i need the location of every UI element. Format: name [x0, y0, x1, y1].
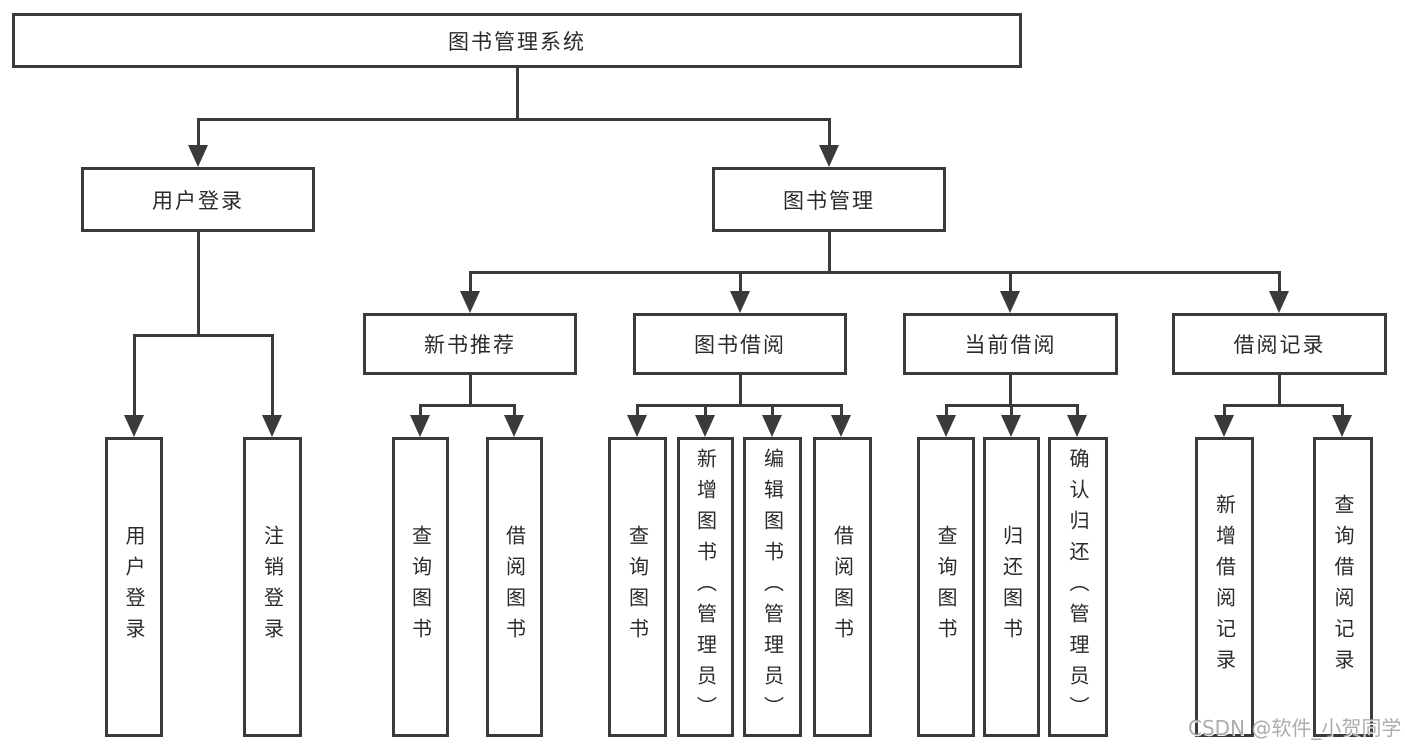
arrowhead-icon	[831, 415, 851, 437]
connector-line	[197, 118, 200, 146]
node-book-borrow-label: 图书借阅	[694, 333, 786, 357]
csdn-watermark: CSDN @软件_小贺同学	[1188, 716, 1402, 740]
node-login-leaf: 用户登录	[105, 437, 163, 737]
node-cb-confirm-leaf: 确认归还（管理员）	[1048, 437, 1108, 737]
connector-line	[828, 232, 831, 273]
arrowhead-icon	[262, 415, 282, 437]
connector-line	[1076, 404, 1079, 415]
arrowhead-icon	[1214, 415, 1234, 437]
node-new-book-rec-label: 新书推荐	[424, 333, 516, 357]
connector-line	[1223, 404, 1344, 407]
node-new-book-rec: 新书推荐	[363, 313, 577, 375]
node-current-borrow-label: 当前借阅	[964, 333, 1057, 357]
node-bb-add-leaf: 新增图书（管理员）	[677, 437, 734, 737]
arrowhead-icon	[819, 145, 839, 167]
connector-line	[513, 404, 516, 415]
node-cb-return-leaf-label: 归还图书	[999, 525, 1024, 649]
connector-line	[133, 334, 136, 415]
connector-line	[1009, 375, 1012, 407]
connector-line	[197, 232, 200, 336]
connector-line	[197, 118, 831, 121]
node-logout-leaf: 注销登录	[243, 437, 302, 737]
connector-line	[1223, 404, 1226, 415]
node-borrow-records-label: 借阅记录	[1233, 333, 1326, 357]
arrowhead-icon	[1269, 291, 1289, 313]
connector-line	[771, 404, 774, 415]
node-cb-return-leaf: 归还图书	[983, 437, 1040, 737]
node-book-mgmt: 图书管理	[712, 167, 946, 232]
connector-line	[516, 68, 519, 120]
arrowhead-icon	[730, 291, 750, 313]
connector-line	[704, 404, 707, 415]
arrowhead-icon	[504, 415, 524, 437]
node-nb-query-leaf-label: 查询图书	[408, 525, 433, 649]
node-user-login-label: 用户登录	[152, 188, 244, 213]
connector-line	[739, 271, 742, 291]
connector-line	[469, 271, 472, 291]
arrowhead-icon	[410, 415, 430, 437]
arrowhead-icon	[188, 145, 208, 167]
node-user-login: 用户登录	[81, 167, 315, 232]
connector-line	[1278, 375, 1281, 407]
connector-line	[419, 404, 422, 415]
connector-line	[133, 334, 274, 337]
node-bb-query-leaf: 查询图书	[608, 437, 667, 737]
connector-line	[1278, 271, 1281, 291]
node-bb-borrow-leaf: 借阅图书	[813, 437, 872, 737]
connector-line	[469, 375, 472, 407]
node-logout-leaf-label: 注销登录	[260, 525, 285, 649]
node-bb-borrow-leaf-label: 借阅图书	[830, 525, 855, 649]
node-bb-edit-leaf-label: 编辑图书（管理员）	[760, 447, 785, 727]
node-nb-query-leaf: 查询图书	[392, 437, 449, 737]
node-cb-query-leaf-label: 查询图书	[934, 525, 958, 649]
connector-line	[945, 404, 948, 415]
connector-line	[840, 404, 843, 415]
arrowhead-icon	[695, 415, 715, 437]
arrowhead-icon	[1067, 415, 1087, 437]
node-cb-query-leaf: 查询图书	[917, 437, 975, 737]
node-book-borrow: 图书借阅	[633, 313, 847, 375]
connector-line	[739, 375, 742, 407]
arrowhead-icon	[124, 415, 144, 437]
node-root: 图书管理系统	[12, 13, 1022, 68]
connector-line	[1341, 404, 1344, 415]
connector-line	[636, 404, 843, 407]
node-br-query-leaf: 查询借阅记录	[1313, 437, 1373, 737]
node-br-add-leaf: 新增借阅记录	[1195, 437, 1254, 737]
node-cb-confirm-leaf-label: 确认归还（管理员）	[1066, 447, 1090, 727]
connector-line	[828, 118, 831, 146]
arrowhead-icon	[936, 415, 956, 437]
node-borrow-records: 借阅记录	[1172, 313, 1387, 375]
arrowhead-icon	[1001, 415, 1021, 437]
node-br-query-leaf-label: 查询借阅记录	[1331, 494, 1355, 680]
connector-line	[469, 271, 1281, 274]
arrowhead-icon	[1332, 415, 1352, 437]
node-login-leaf-label: 用户登录	[122, 525, 146, 649]
arrowhead-icon	[1000, 291, 1020, 313]
connector-line	[271, 334, 274, 415]
connector-line	[1009, 271, 1012, 291]
connector-line	[636, 404, 639, 415]
node-bb-edit-leaf: 编辑图书（管理员）	[743, 437, 802, 737]
node-root-label: 图书管理系统	[448, 29, 586, 54]
node-nb-borrow-leaf-label: 借阅图书	[502, 525, 527, 649]
connector-line	[1010, 404, 1013, 415]
node-book-mgmt-label: 图书管理	[783, 188, 875, 213]
node-br-add-leaf-label: 新增借阅记录	[1212, 494, 1237, 680]
arrowhead-icon	[762, 415, 782, 437]
arrowhead-icon	[627, 415, 647, 437]
connector-line	[419, 404, 516, 407]
node-bb-add-leaf-label: 新增图书（管理员）	[693, 447, 718, 727]
arrowhead-icon	[460, 291, 480, 313]
node-current-borrow: 当前借阅	[903, 313, 1118, 375]
node-bb-query-leaf-label: 查询图书	[625, 525, 650, 649]
node-nb-borrow-leaf: 借阅图书	[486, 437, 543, 737]
